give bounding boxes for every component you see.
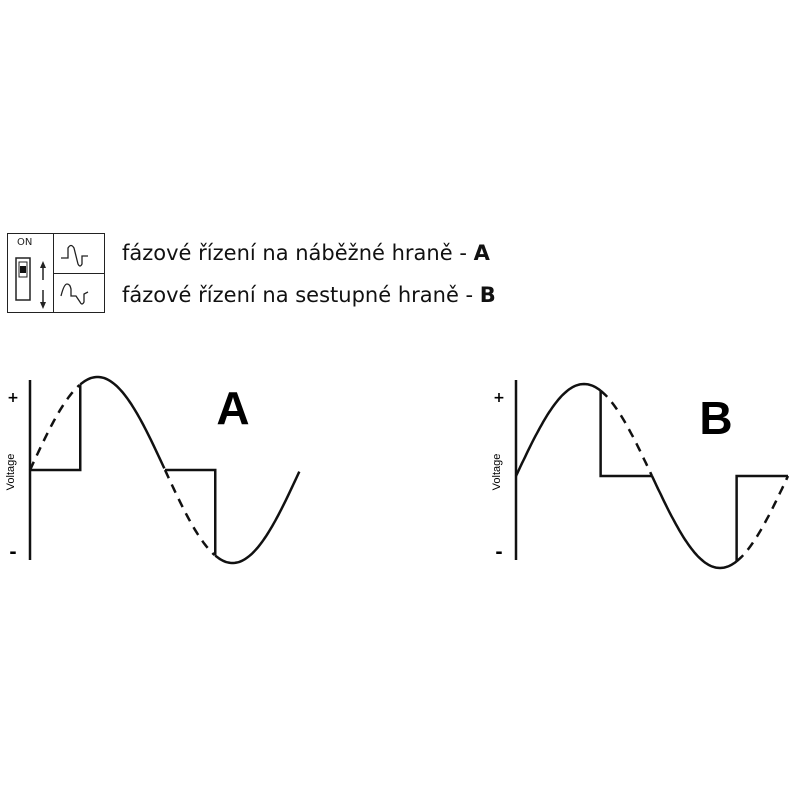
- chart-b-minus-label: -: [495, 542, 502, 563]
- chart-a-letter: A: [216, 382, 249, 434]
- conducting-wave-negative: [214, 471, 301, 565]
- cut-off-wave-dashed-negative: [735, 475, 790, 563]
- dip-switch-icon: [15, 257, 46, 309]
- zero-hold-negative: [735, 474, 788, 562]
- dip-switch-legend: ON: [7, 233, 105, 313]
- legend-row-a: fázové řízení na náběžné hraně - A: [122, 241, 490, 265]
- arrow-down-icon: [40, 290, 46, 309]
- conducting-wave-positive: [514, 382, 602, 477]
- legend-row-a-text: fázové řízení na náběžné hraně -: [122, 241, 474, 265]
- legend-row-a-letter: A: [473, 241, 490, 265]
- chart-b-plus-label: +: [493, 390, 505, 406]
- arrow-up-icon: [40, 261, 46, 280]
- cut-off-wave-dashed: [28, 384, 216, 556]
- legend-row-b: fázové řízení na sestupné hraně - B: [122, 283, 496, 307]
- zero-hold-positive: [30, 384, 82, 472]
- zero-hold-negative: [165, 468, 217, 556]
- chart-a-minus-label: -: [9, 542, 16, 563]
- chart-a-plus-label: +: [7, 390, 19, 406]
- chart-a-ylabel: Voltage: [5, 454, 17, 491]
- trailing-edge-wave-icon: [60, 283, 89, 305]
- chart-b: + - Voltage B: [491, 380, 790, 570]
- cut-off-wave-dashed-positive: [599, 389, 654, 477]
- conducting-wave-negative: [650, 475, 738, 570]
- switch-on-label: ON: [17, 237, 33, 248]
- chart-b-ylabel: Voltage: [491, 454, 503, 491]
- leading-edge-wave-icon: [61, 244, 88, 267]
- chart-b-letter: B: [699, 392, 732, 444]
- legend-row-b-letter: B: [479, 283, 496, 307]
- legend-row-b-text: fázové řízení na sestupné hraně -: [122, 283, 480, 307]
- zero-hold-positive: [599, 390, 652, 478]
- waveform-icons: [60, 244, 89, 305]
- conducting-wave-positive: [79, 375, 166, 469]
- chart-a: + - Voltage A: [5, 375, 301, 565]
